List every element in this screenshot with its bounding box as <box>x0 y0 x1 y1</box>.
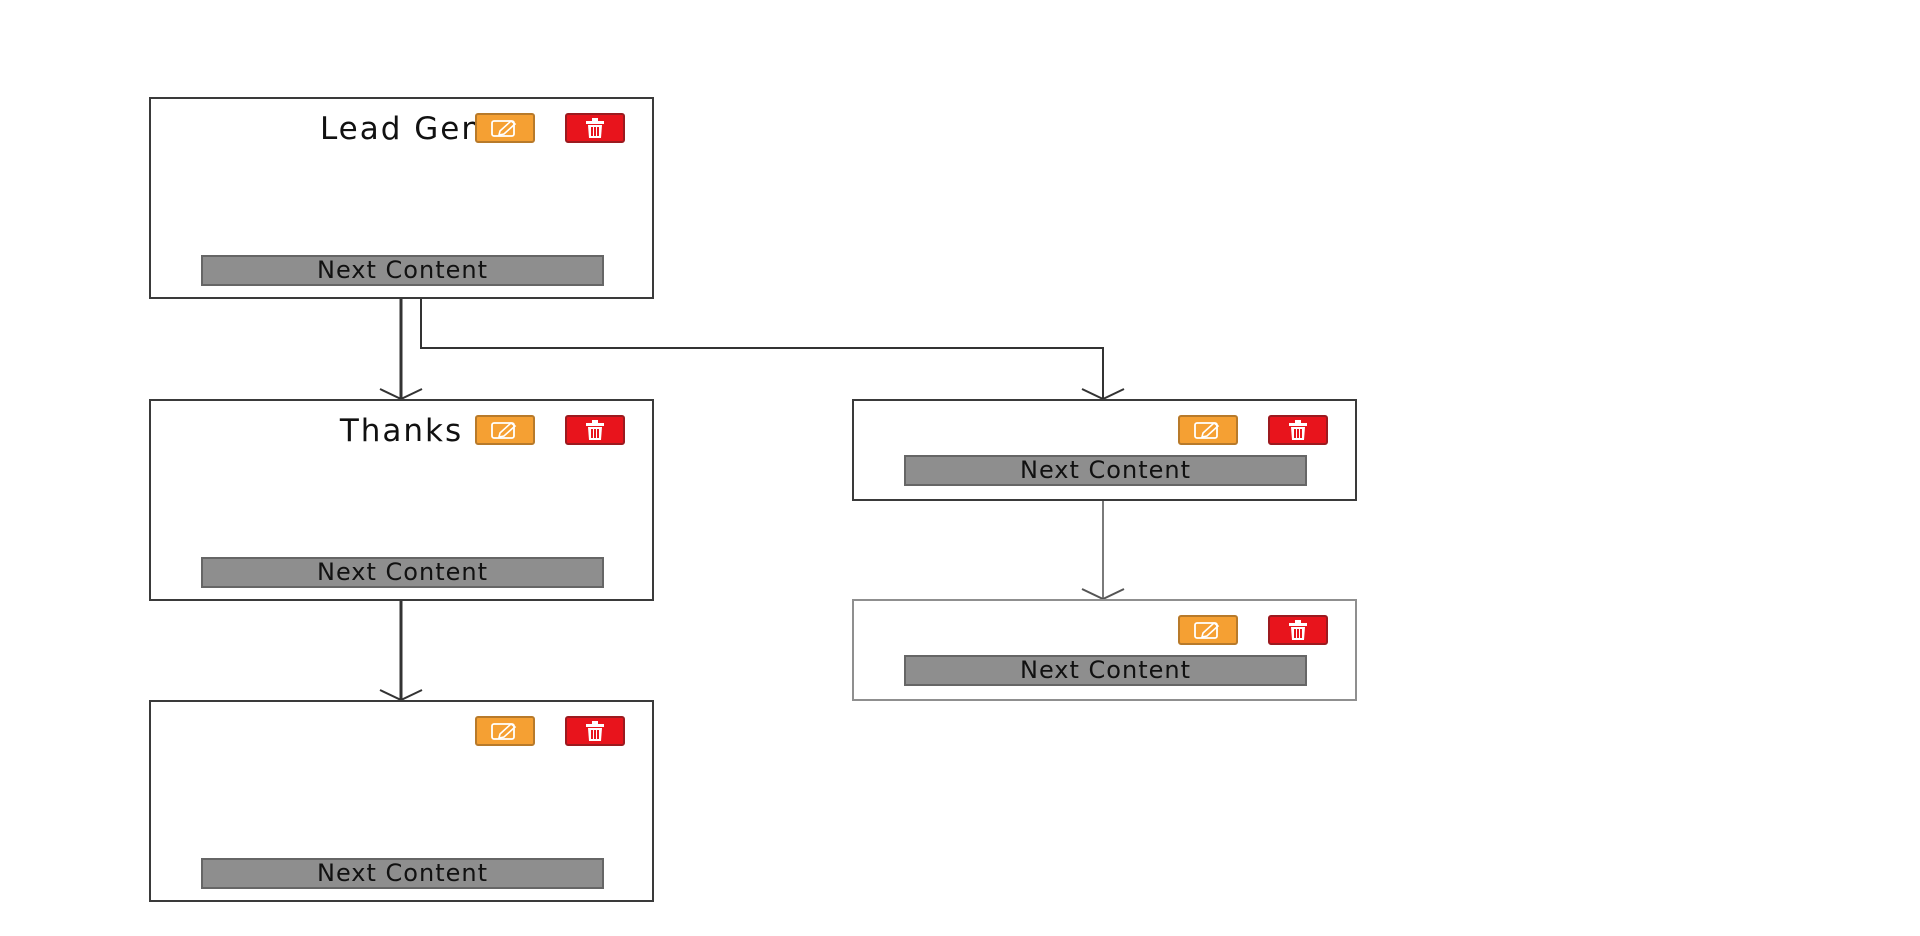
delete-button[interactable] <box>565 716 625 746</box>
next-content-button[interactable]: Next Content <box>201 255 604 286</box>
trash-icon <box>1289 420 1307 440</box>
pencil-icon <box>1194 421 1220 439</box>
pencil-icon <box>491 119 517 137</box>
connector-right-top-to-right-bottom <box>1081 484 1125 601</box>
node-title: Lead Gen <box>319 111 484 147</box>
pencil-icon <box>491 421 517 439</box>
connector-lead-gen-to-thanks <box>379 284 423 401</box>
next-content-button[interactable]: Next Content <box>904 455 1307 486</box>
trash-icon <box>586 420 604 440</box>
trash-icon <box>1289 620 1307 640</box>
node-right-top[interactable]: Next Content <box>852 399 1357 501</box>
node-right-bottom[interactable]: Next Content <box>852 599 1357 701</box>
delete-button[interactable] <box>565 415 625 445</box>
delete-button[interactable] <box>1268 615 1328 645</box>
pencil-icon <box>1194 621 1220 639</box>
edit-button[interactable] <box>1178 415 1238 445</box>
edit-button[interactable] <box>475 716 535 746</box>
connector-thanks-to-bottom-left <box>379 585 423 702</box>
node-lead-gen[interactable]: Lead Gen Next Content <box>149 97 654 299</box>
node-thanks[interactable]: Thanks Next Content <box>149 399 654 601</box>
node-bottom-left[interactable]: Next Content <box>149 700 654 902</box>
edit-button[interactable] <box>475 415 535 445</box>
next-content-button[interactable]: Next Content <box>201 557 604 588</box>
connector-lead-gen-to-right-top <box>420 284 1125 401</box>
delete-button[interactable] <box>1268 415 1328 445</box>
pencil-icon <box>491 722 517 740</box>
edit-button[interactable] <box>1178 615 1238 645</box>
edit-button[interactable] <box>475 113 535 143</box>
node-title: Thanks <box>339 413 464 449</box>
next-content-button[interactable]: Next Content <box>201 858 604 889</box>
next-content-button[interactable]: Next Content <box>904 655 1307 686</box>
trash-icon <box>586 118 604 138</box>
delete-button[interactable] <box>565 113 625 143</box>
trash-icon <box>586 721 604 741</box>
